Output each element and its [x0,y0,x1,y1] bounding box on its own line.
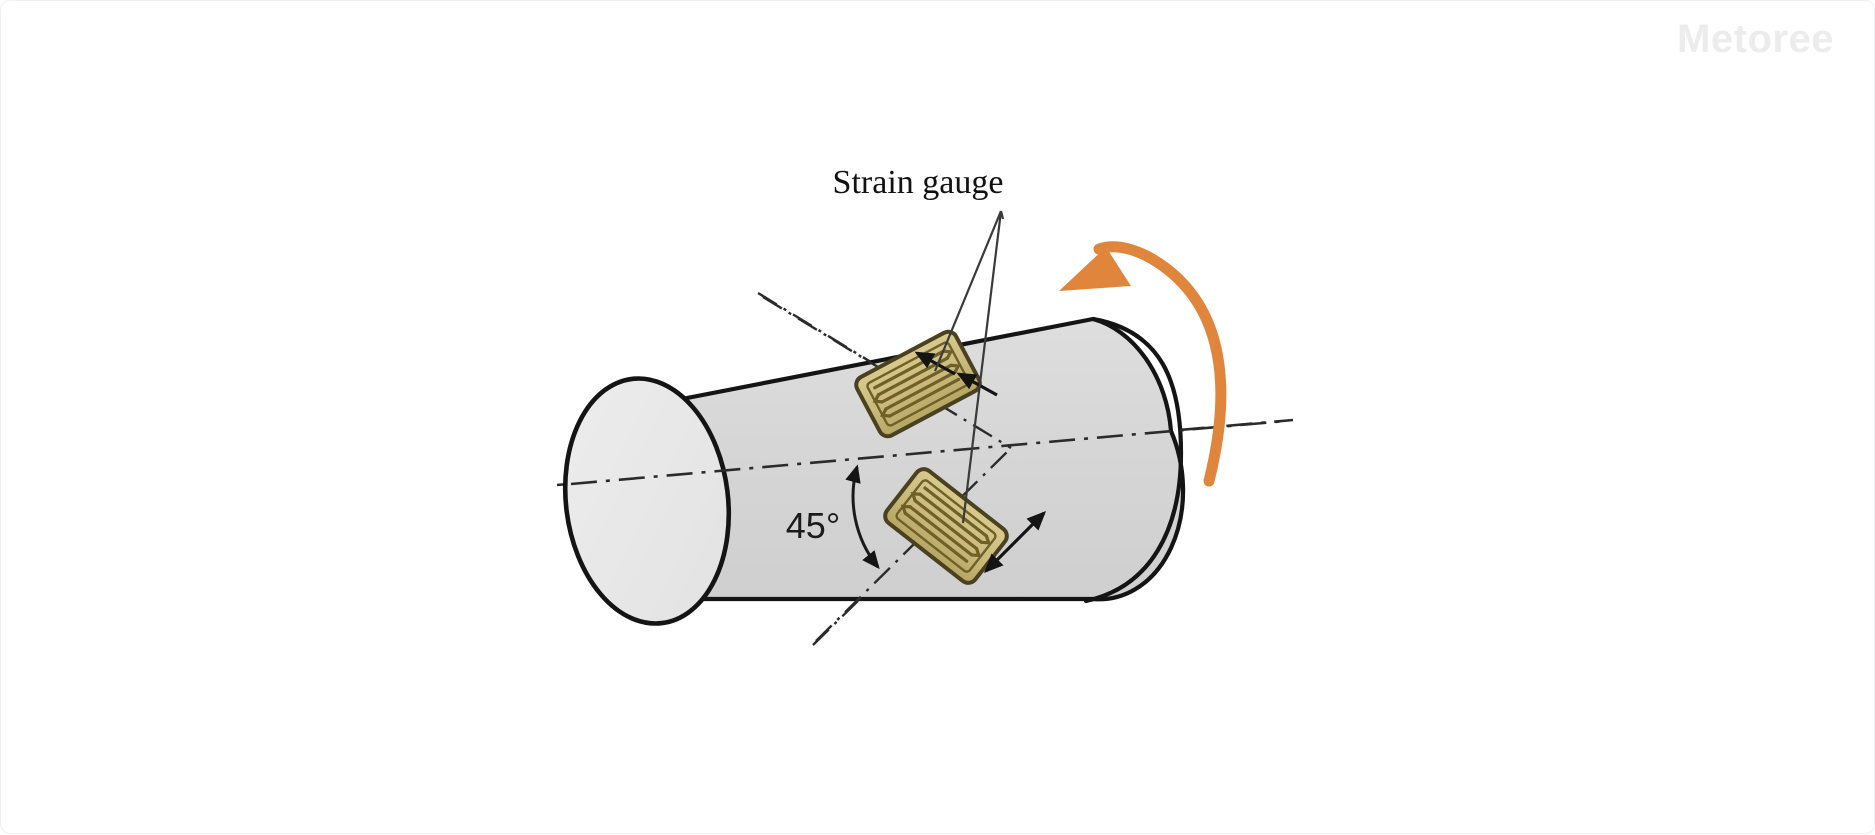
gauge-upper-strain-arrows [914,351,998,397]
metoree-watermark: Metoree [1677,17,1834,61]
gauge-lower [883,467,1009,585]
shaft-body [562,316,1186,626]
angle-label: 45° [785,505,841,546]
shaft-end-face [562,376,732,626]
torque-arrow [1059,241,1227,487]
strain-gauge-label: Strain gauge [832,164,1004,201]
angle-arc-45 [845,464,880,570]
shaft-centerline-overlay [570,419,1287,486]
gauge-lower-strain-arrow [983,510,1047,574]
leader-lines [933,210,1005,524]
